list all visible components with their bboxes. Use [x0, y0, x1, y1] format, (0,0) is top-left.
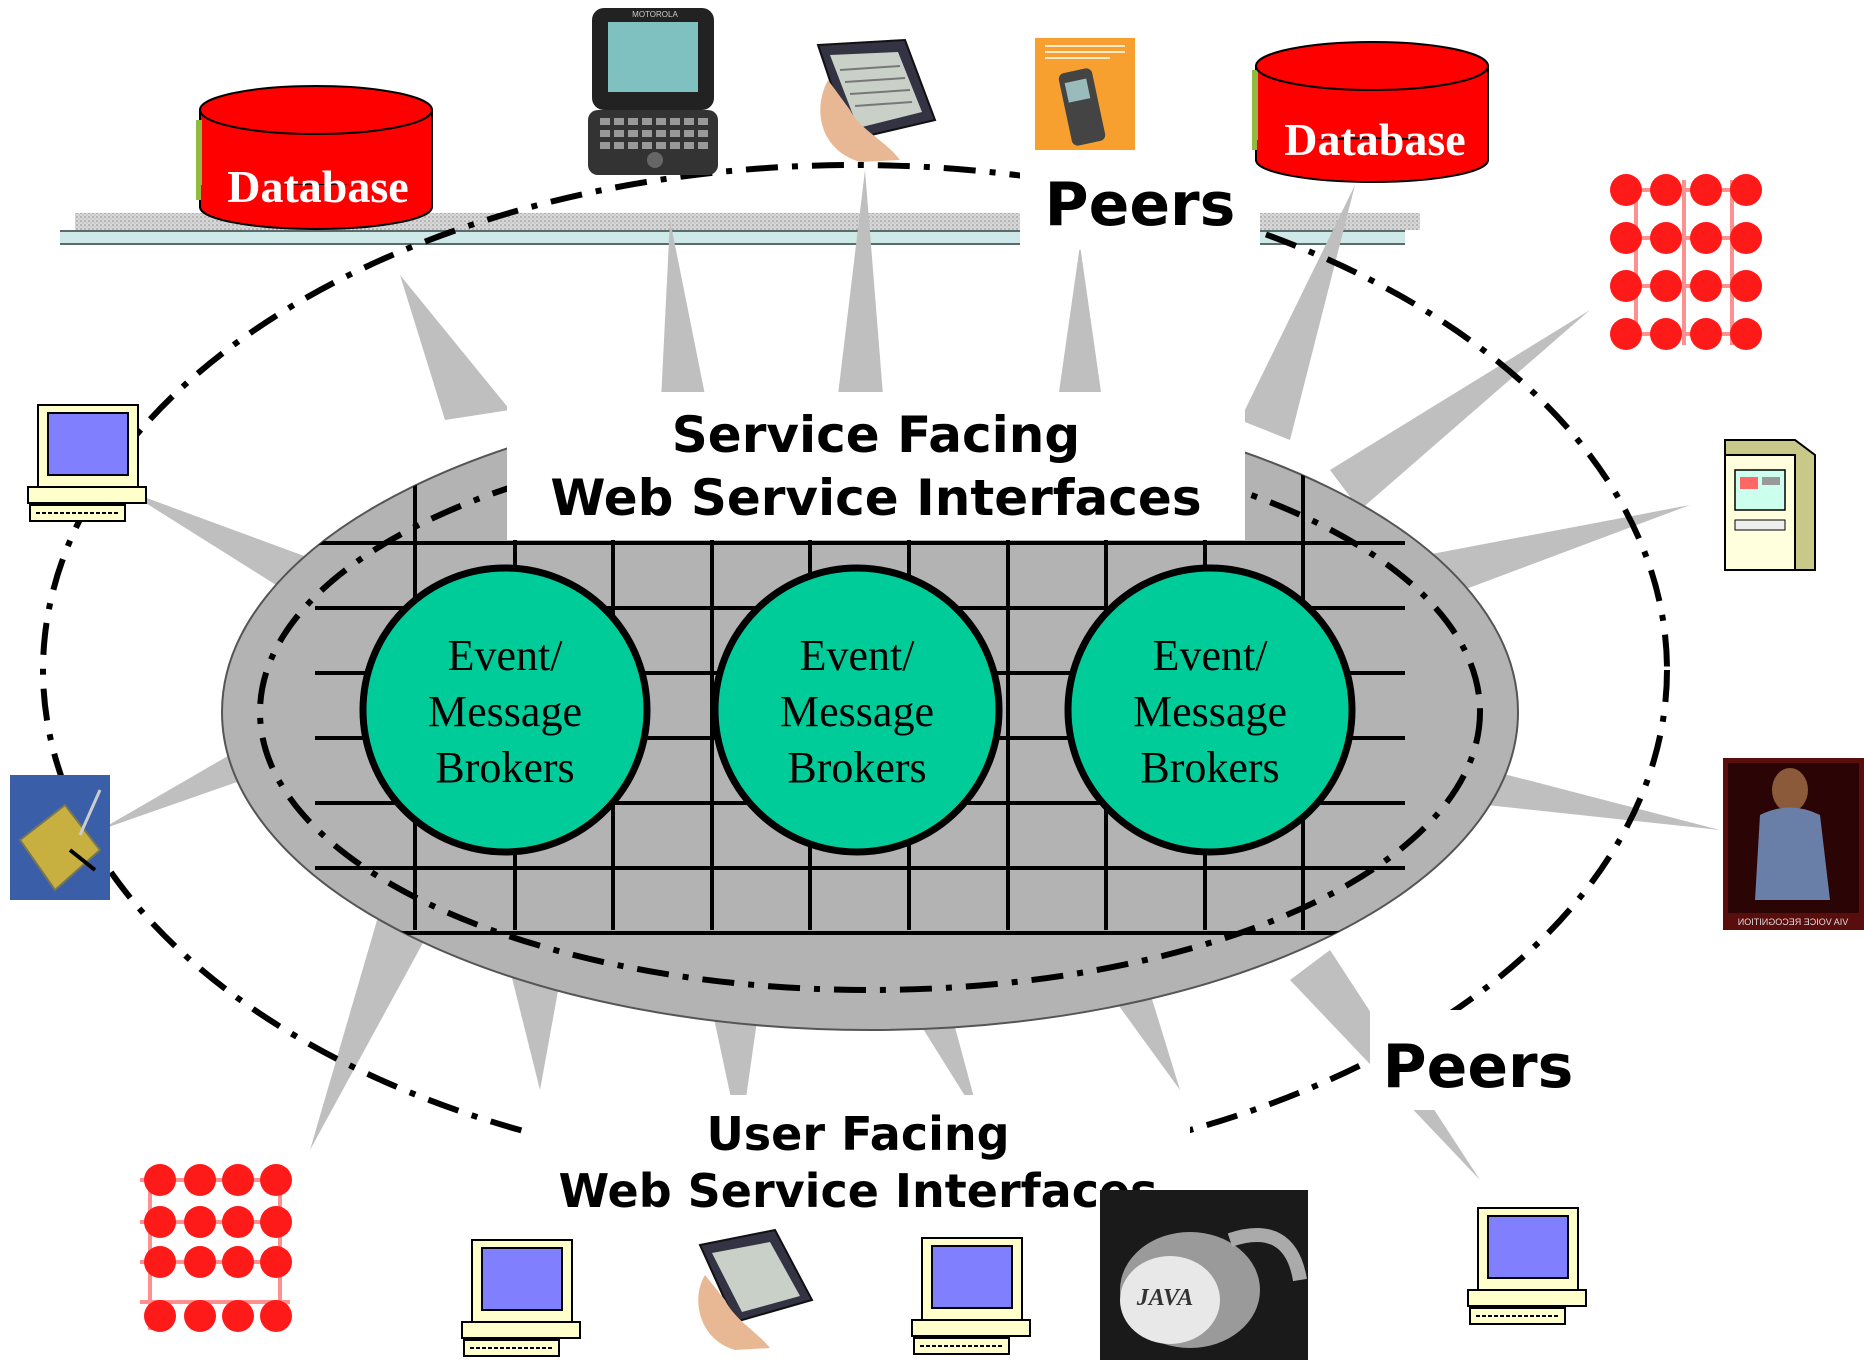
broker-3: Event/ Message Brokers [1064, 564, 1356, 856]
ebook-reader-icon-top [816, 38, 937, 162]
voice-caption: VIA VOICE RECOGNITION [1738, 917, 1849, 927]
peers-boundary-inner [257, 431, 1483, 993]
user-facing-box [525, 1095, 1190, 1220]
service-facing-subtitle: Web Service Interfaces [550, 469, 1201, 527]
voice-recognition-image: VIA VOICE RECOGNITION [1723, 758, 1864, 930]
phone-brand-label: MOTOROLA [632, 10, 678, 19]
service-facing-box [507, 392, 1245, 540]
broker-3-label-line2: Message [1133, 687, 1287, 736]
database-icon-left: Database [196, 85, 433, 230]
cell-phone-icon [1035, 38, 1135, 150]
broker-3-label-line3: Brokers [1140, 743, 1279, 792]
broker-1-label-line3: Brokers [435, 743, 574, 792]
peers-bottom-label: Peers [1383, 1032, 1574, 1102]
database-icon-right: Database [1252, 41, 1489, 183]
peers-boundary-outer [40, 162, 1670, 1178]
database-left-label: Database [227, 161, 408, 212]
peers-top-box [1020, 170, 1260, 250]
desktop-computer-icon-left [27, 404, 147, 522]
circuit-board-image [10, 775, 110, 900]
ebook-reader-icon-bottom [698, 1228, 814, 1350]
grid-cluster-icon-top [1610, 174, 1762, 350]
desktop-computer-icon-bottom-right [1467, 1207, 1587, 1325]
broker-1-label-line1: Event/ [448, 631, 564, 680]
user-facing-subtitle: Web Service Interfaces [558, 1164, 1157, 1218]
service-facing-title: Service Facing [672, 406, 1080, 464]
peers-bottom-box [1370, 1010, 1610, 1110]
broker-2-label-line1: Event/ [800, 631, 916, 680]
database-right-label: Database [1284, 114, 1465, 165]
peers-top-label: Peers [1045, 170, 1236, 240]
desktop-computer-icon-bottom-1 [461, 1239, 581, 1357]
server-tower-icon [1724, 439, 1816, 571]
pager-device-icon: MOTOROLA [588, 8, 718, 175]
broker-1: Event/ Message Brokers [359, 564, 651, 856]
broker-2: Event/ Message Brokers [711, 564, 1003, 856]
broker-3-label-line1: Event/ [1153, 631, 1269, 680]
ring-text: JAVA [1136, 1285, 1193, 1311]
broker-2-label-line3: Brokers [787, 743, 926, 792]
broker-2-label-line2: Message [780, 687, 934, 736]
java-ring-image: JAVA [1100, 1190, 1308, 1360]
desktop-computer-icon-bottom-2 [911, 1237, 1031, 1355]
broker-1-label-line2: Message [428, 687, 582, 736]
grid-cluster-icon-bottom [140, 1164, 292, 1332]
user-facing-title: User Facing [706, 1107, 1009, 1161]
